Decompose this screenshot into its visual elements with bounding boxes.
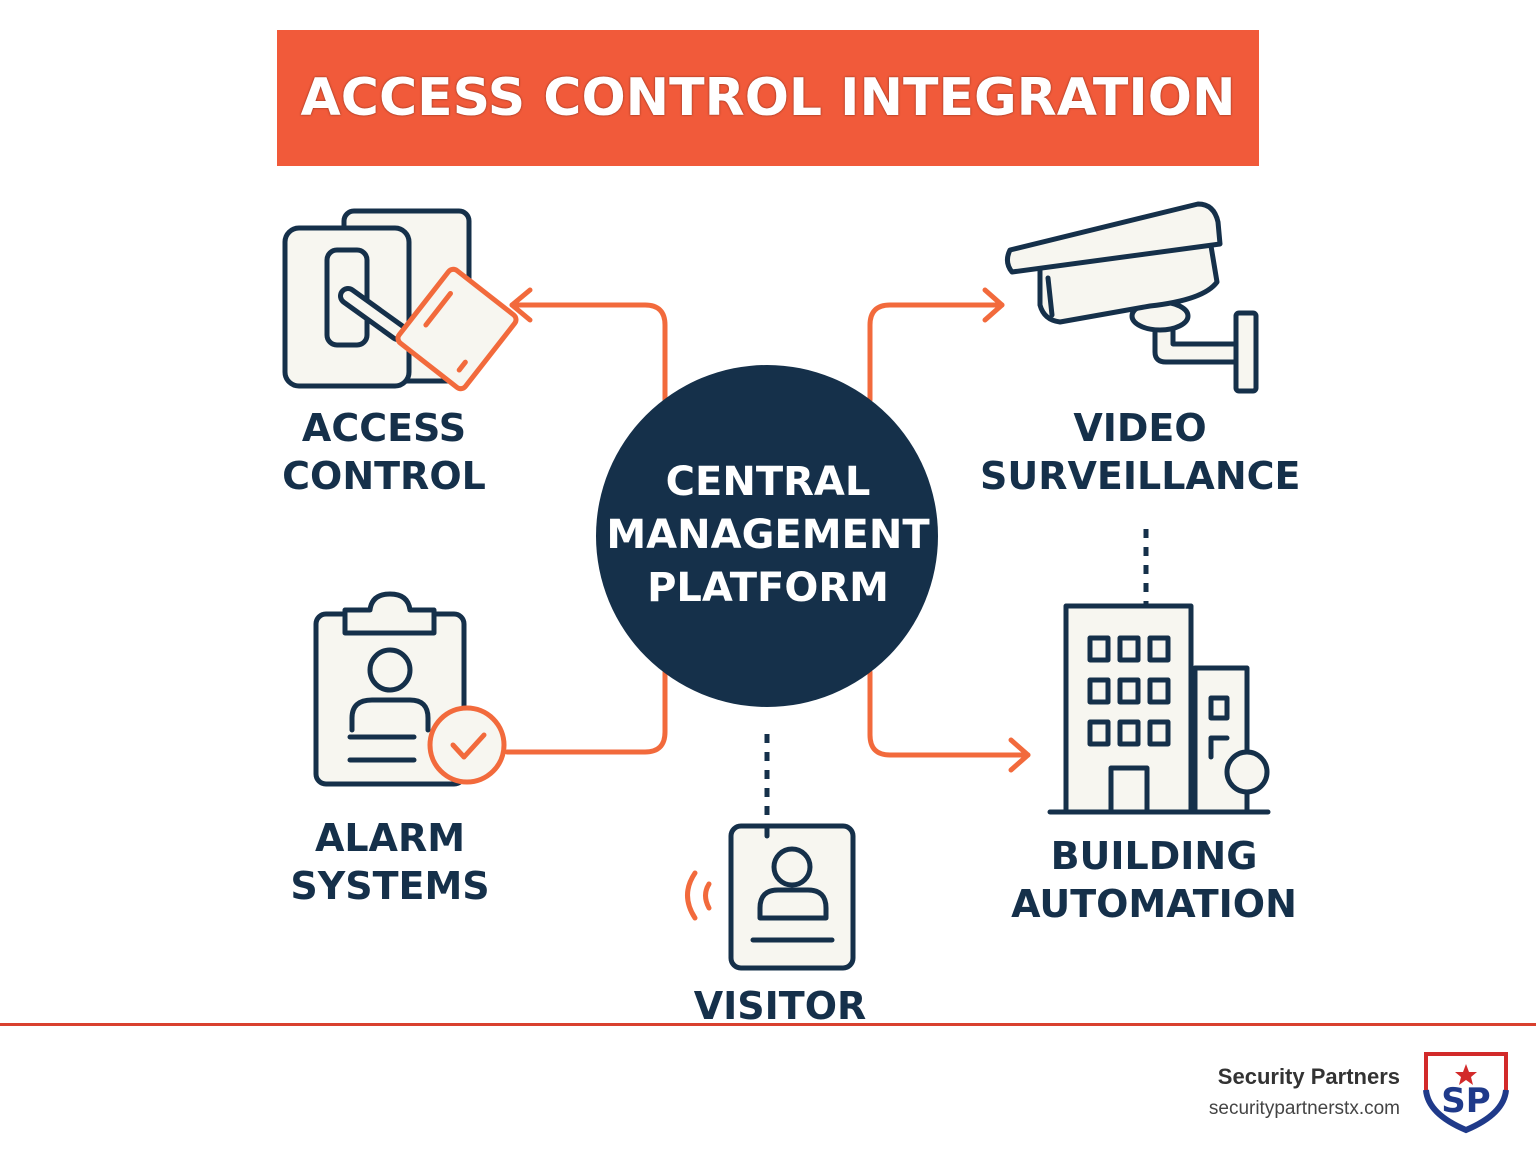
- node-label-line: BUILDING: [1050, 834, 1258, 878]
- node-label-visitor: VISITOR: [660, 982, 900, 1030]
- arrowhead-access-control: [509, 287, 533, 323]
- footer-website-link[interactable]: securitypartnerstx.com: [1208, 1098, 1400, 1119]
- node-label-line: SURVEILLANCE: [980, 454, 1301, 498]
- footer-company-name: Security Partners: [1217, 1064, 1400, 1089]
- node-label-line: ALARM: [314, 816, 466, 860]
- arrowhead-building-automation: [1008, 737, 1031, 773]
- arrowhead-video-surveillance: [982, 287, 1005, 323]
- page-title: ACCESS CONTROL INTEGRATION: [300, 68, 1236, 128]
- connector-building-automation: [867, 669, 1031, 758]
- clipboard-check-icon: [313, 591, 507, 787]
- node-label-building-automation: BUILDING AUTOMATION: [1004, 832, 1304, 928]
- node-label-line: CONTROL: [282, 454, 486, 498]
- visitor-badge-icon: [685, 823, 856, 971]
- connectors: [504, 287, 1031, 773]
- node-label-video-surveillance: VIDEO SURVEILLANCE: [980, 404, 1300, 500]
- hub-line: MANAGEMENT: [606, 512, 930, 558]
- hub-line: PLATFORM: [647, 565, 889, 611]
- dotted-connectors: [764, 529, 1149, 816]
- connector-alarm-systems: [504, 669, 668, 755]
- node-label-line: SYSTEMS: [290, 864, 490, 908]
- title-banner: ACCESS CONTROL INTEGRATION: [277, 30, 1259, 166]
- central-hub-label: CENTRAL MANAGEMENT PLATFORM: [600, 456, 936, 615]
- hub-line: CENTRAL: [665, 459, 871, 505]
- building-icon: [1047, 603, 1271, 815]
- integration-diagram: [282, 201, 1271, 971]
- central-hub-circle: [596, 365, 938, 707]
- footer-divider: [0, 1023, 1536, 1026]
- node-label-line: VISITOR: [693, 984, 867, 1028]
- node-label-alarm-systems: ALARM SYSTEMS: [260, 814, 520, 910]
- logo-lettering: SP: [1441, 1081, 1490, 1121]
- node-label-line: VIDEO: [1073, 406, 1207, 450]
- security-camera-icon: [1004, 201, 1259, 394]
- connector-video-surveillance: [867, 302, 1005, 403]
- connector-access-control: [509, 302, 668, 403]
- node-label-line: ACCESS: [301, 406, 467, 450]
- security-partners-logo: SP: [1423, 1052, 1509, 1134]
- node-label-line: AUTOMATION: [1011, 882, 1297, 926]
- node-label-access-control: ACCESS CONTROL: [254, 404, 514, 500]
- card-reader-icon: [282, 208, 519, 392]
